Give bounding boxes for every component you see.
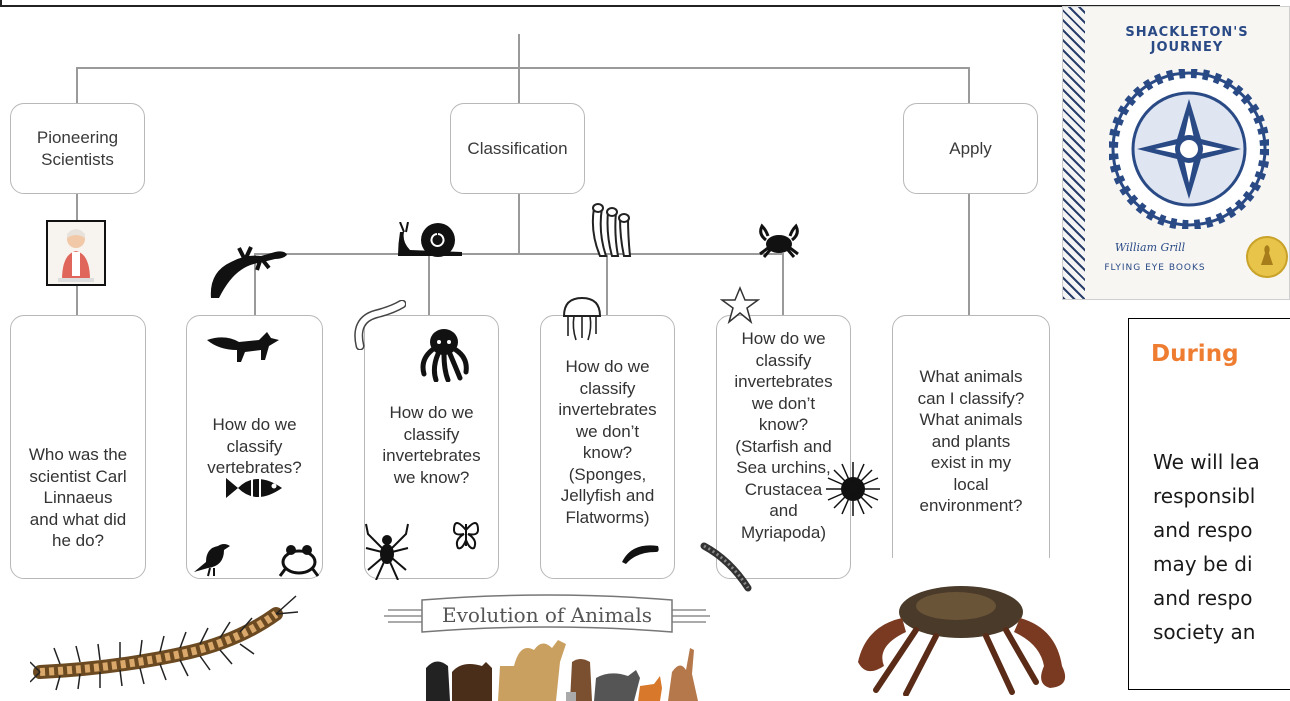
sea-urchin-icon [826, 462, 880, 516]
question-invertebrates-unknown-1: How do we classify invertebrates we don’… [558, 357, 657, 527]
spider-icon [365, 523, 409, 580]
during-info-panel: During We will lea responsibl and respo … [1128, 318, 1290, 690]
connector-portrait-down [76, 286, 78, 316]
during-text-line: and respo [1153, 586, 1253, 610]
jellyfish-icon [562, 296, 602, 341]
crab-photo [858, 586, 1066, 696]
bird-icon [194, 544, 230, 577]
classification-box: Classification [450, 103, 585, 194]
centipede-icon [30, 595, 299, 691]
octopus-icon [420, 329, 469, 382]
question-box-linnaeus: Who was the scientist Carl Linnaeus and … [10, 315, 146, 579]
starfish-icon [720, 286, 760, 324]
butterfly-icon [452, 522, 480, 550]
question-box-vertebrates: How do we classify vertebrates? [186, 315, 323, 579]
question-vertebrates: How do we classify vertebrates? [207, 415, 302, 477]
evolution-title: Evolution of Animals [442, 603, 652, 627]
book-author: William Grill [1114, 241, 1186, 254]
connector-apply-down [968, 194, 970, 316]
during-text-line: responsibl [1153, 484, 1256, 508]
during-text-line: We will lea [1153, 450, 1260, 474]
top-border [0, 0, 1280, 7]
connector-pioneering-down [76, 194, 78, 220]
apply-box: Apply [903, 103, 1038, 194]
during-text-line: society an [1153, 620, 1256, 644]
crab-small-icon [759, 223, 799, 258]
award-medal-icon [1246, 236, 1288, 278]
worm-icon [354, 300, 406, 350]
flatworm-icon [622, 545, 659, 564]
apply-label: Apply [949, 138, 992, 158]
question-box-invertebrates-unknown-2: How do we classify invertebrates we don’… [716, 315, 851, 579]
animals-lineup-icon [426, 640, 698, 701]
question-invertebrates-unknown-2: How do we classify invertebrates we don’… [734, 329, 833, 542]
frog-icon [278, 545, 320, 577]
sponge-icon [591, 203, 632, 257]
lizard-icon [210, 246, 287, 298]
connector-root [518, 34, 520, 104]
apply-box-cutoff [880, 558, 1055, 588]
connector-classification-down [518, 194, 520, 254]
connector-mid-horizontal [254, 253, 784, 255]
classification-label: Classification [467, 138, 568, 158]
connector-apply [968, 67, 970, 104]
question-apply: What animals can I classify? What animal… [917, 367, 1025, 515]
book-publisher: FLYING EYE BOOKS [1104, 263, 1206, 273]
during-text: We will lea responsibl and respo may be … [1153, 445, 1260, 649]
fish-icon [226, 476, 282, 500]
connector-b4 [606, 253, 608, 315]
connector-b5 [782, 253, 784, 315]
during-text-line: and respo [1153, 518, 1253, 542]
book-spine-pattern [1063, 7, 1085, 299]
question-box-invertebrates-unknown-1: How do we classify invertebrates we don’… [540, 315, 675, 579]
evolution-banner: Evolution of Animals [382, 592, 712, 638]
question-box-invertebrates-known: How do we classify invertebrates we know… [364, 315, 499, 579]
question-invertebrates-known: How do we classify invertebrates we know… [382, 403, 481, 487]
fox-icon [207, 332, 279, 362]
linnaeus-portrait [46, 220, 106, 286]
millipede-small-icon [700, 542, 752, 592]
connector-top-horizontal [76, 67, 970, 69]
question-box-apply: What animals can I classify? What animal… [892, 315, 1050, 579]
connector-b3 [428, 253, 430, 315]
during-heading: During [1151, 341, 1239, 367]
question-linnaeus: Who was the scientist Carl Linnaeus and … [28, 445, 128, 550]
connector-b2 [254, 253, 256, 315]
pioneering-scientists-box: Pioneering Scientists [10, 103, 145, 194]
compass-rose-icon [1109, 69, 1269, 229]
snail-icon [398, 222, 462, 257]
pioneering-scientists-label: Pioneering Scientists [36, 127, 119, 169]
during-text-line: may be di [1153, 552, 1253, 576]
book-title: SHACKLETON'S JOURNEY [1125, 25, 1249, 55]
connector-pioneering [76, 67, 78, 104]
book-cover: SHACKLETON'S JOURNEY William Grill FLYIN… [1062, 6, 1290, 300]
